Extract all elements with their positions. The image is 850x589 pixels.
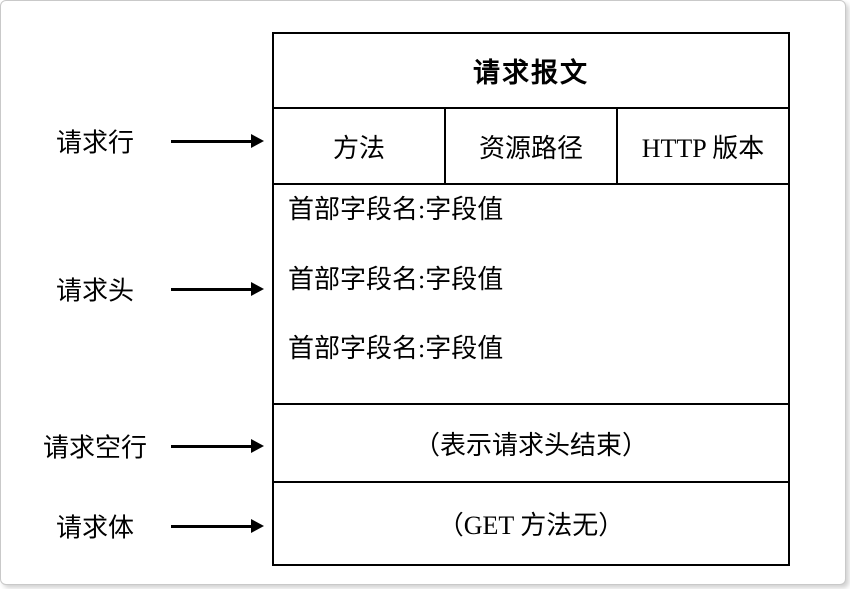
cell-method: 方法 — [274, 109, 446, 183]
arrow-right-icon-request-line — [171, 134, 264, 148]
arrow-head — [251, 282, 264, 296]
label-request-headers: 请求头 — [55, 276, 134, 306]
arrow-head — [251, 439, 264, 453]
arrow-right-icon-request-blank-line — [171, 439, 264, 453]
label-request-line: 请求行 — [55, 128, 134, 158]
request-body-section: （GET 方法无） — [437, 511, 625, 540]
label-request-body: 请求体 — [55, 513, 134, 543]
arrow-head — [251, 134, 264, 148]
request-blank-line-section: （表示请求头结束） — [274, 405, 788, 483]
cell-resource-path: 资源路径 — [446, 109, 618, 183]
arrow-shaft — [171, 444, 251, 448]
arrow-shaft — [171, 524, 251, 528]
label-request-blank-line: 请求空行 — [42, 433, 147, 463]
request-headers-section: 首部字段名:字段值 首部字段名:字段值 首部字段名:字段值 — [274, 185, 788, 405]
diagram-title: 请求报文 — [274, 34, 788, 109]
arrow-head — [251, 519, 264, 533]
header-field-line: 首部字段名:字段值 — [288, 334, 504, 363]
request-line-row: 方法 资源路径 HTTP 版本 — [274, 109, 788, 185]
header-field-line: 首部字段名:字段值 — [288, 195, 504, 224]
request-message-table: 请求报文 方法 资源路径 HTTP 版本 首部字段名:字段值 首部字段名:字段值… — [272, 32, 790, 566]
header-field-line: 首部字段名:字段值 — [288, 264, 504, 294]
arrow-shaft — [171, 287, 251, 291]
arrow-right-icon-request-body — [171, 519, 264, 533]
cell-http-version: HTTP 版本 — [641, 133, 765, 163]
arrow-right-icon-request-headers — [171, 282, 264, 296]
arrow-shaft — [171, 139, 251, 143]
